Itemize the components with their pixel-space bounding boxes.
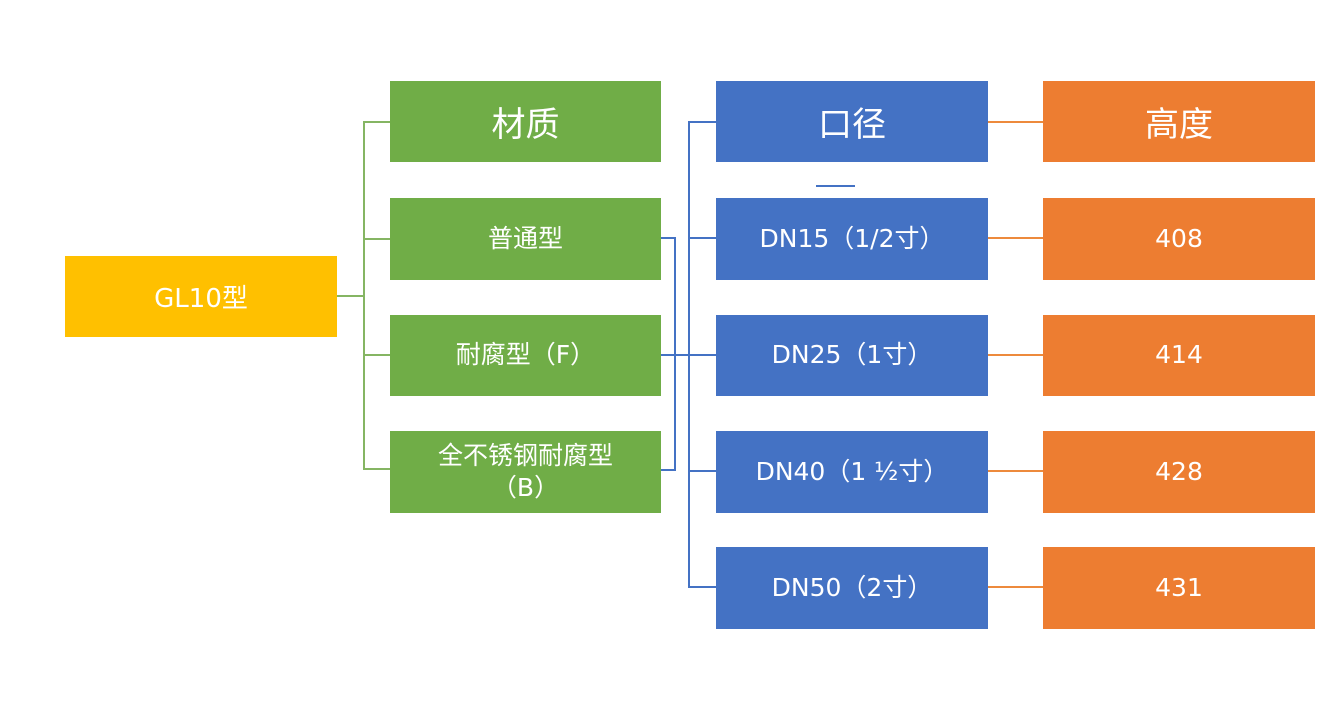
diameter-item-dn25: DN25（1寸） — [716, 315, 988, 396]
connector-blue-branch-header — [688, 121, 716, 123]
diameter-item-label: DN50（2寸） — [771, 572, 933, 602]
diameter-column-header: 口径 — [716, 81, 988, 162]
connector-stainless-to-hub — [661, 469, 676, 471]
material-item-label: 普通型 — [487, 223, 563, 253]
height-item-428: 428 — [1043, 431, 1315, 513]
height-header-label: 高度 — [1145, 105, 1213, 145]
connector-blue-dash — [816, 185, 855, 187]
connector-green-branch-standard — [363, 238, 390, 240]
connector-root-to-trunk — [337, 295, 363, 297]
connector-blue-branch-dn40 — [688, 470, 716, 472]
connector-standard-to-hub — [661, 237, 676, 239]
height-item-label: 414 — [1155, 340, 1203, 370]
height-item-408: 408 — [1043, 198, 1315, 280]
connector-green-branch-header — [363, 121, 390, 123]
diameter-item-dn50: DN50（2寸） — [716, 547, 988, 629]
connector-blue-branch-dn50 — [688, 586, 716, 588]
diameter-item-label: DN15（1/2寸） — [759, 223, 945, 253]
connector-orange-408 — [988, 237, 1043, 239]
height-item-414: 414 — [1043, 315, 1315, 396]
diameter-item-label: DN40（1 ½寸） — [755, 456, 949, 486]
height-item-label: 428 — [1155, 456, 1203, 486]
connector-orange-428 — [988, 470, 1043, 472]
material-header-label: 材质 — [491, 105, 560, 145]
root-node-gl10: GL10型 — [65, 256, 337, 337]
connector-orange-header — [988, 121, 1043, 123]
diameter-item-label: DN25（1寸） — [771, 340, 933, 370]
connector-orange-414 — [988, 354, 1043, 356]
material-column-header: 材质 — [390, 81, 661, 162]
root-node-label: GL10型 — [154, 284, 248, 314]
material-item-corrosion-resistant: 耐腐型（F） — [390, 315, 661, 396]
material-item-label: 全不锈钢耐腐型（B） — [437, 440, 613, 503]
material-item-label: 耐腐型（F） — [455, 340, 596, 370]
height-item-label: 408 — [1155, 223, 1203, 253]
diameter-item-dn15: DN15（1/2寸） — [716, 198, 988, 280]
connector-corrosion-to-trunk — [661, 354, 690, 356]
height-item-label: 431 — [1155, 572, 1203, 602]
material-item-full-stainless: 全不锈钢耐腐型（B） — [390, 431, 661, 513]
material-item-standard: 普通型 — [390, 198, 661, 280]
diameter-item-dn40: DN40（1 ½寸） — [716, 431, 988, 513]
connector-green-branch-corrosion — [363, 354, 390, 356]
height-item-431: 431 — [1043, 547, 1315, 629]
connector-green-trunk — [363, 121, 365, 470]
connector-green-branch-stainless — [363, 468, 390, 470]
height-column-header: 高度 — [1043, 81, 1315, 162]
connector-orange-431 — [988, 586, 1043, 588]
diameter-header-label: 口径 — [818, 105, 886, 145]
connector-blue-branch-dn15 — [688, 237, 716, 239]
connector-blue-branch-dn25 — [688, 354, 716, 356]
